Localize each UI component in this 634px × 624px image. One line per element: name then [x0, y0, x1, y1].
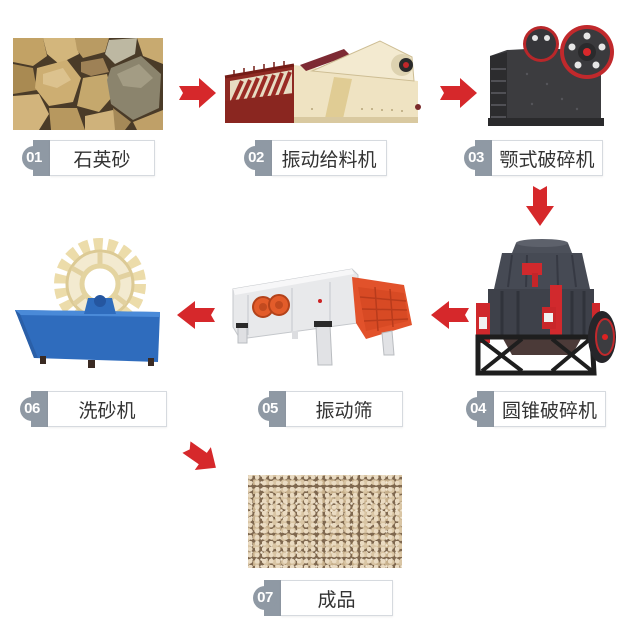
step-label-box: 圆锥破碎机: [494, 391, 606, 427]
step-label-text: 圆锥破碎机: [501, 399, 597, 422]
arrow-right-icon: [440, 78, 478, 108]
step-label-box: 振动筛: [286, 391, 403, 427]
step-label-01: 01 石英砂: [22, 140, 155, 176]
quartz-sand-image: [13, 38, 163, 130]
step-label-text: 颚式破碎机: [499, 148, 595, 171]
arrow-down-icon: [526, 186, 554, 226]
step-label-text: 石英砂: [73, 148, 131, 171]
step-label-06: 06 洗砂机: [20, 391, 167, 427]
step-label-box: 成品: [281, 580, 393, 616]
step-number-badge: 04: [466, 397, 490, 421]
finished-sand-image: [248, 475, 402, 568]
step-number-badge: 01: [22, 146, 46, 170]
arrow-left-icon: [431, 301, 469, 329]
step-label-box: 洗砂机: [48, 391, 167, 427]
arrow-left-icon: [177, 301, 215, 329]
step-number-badge: 05: [258, 397, 282, 421]
step-number-badge: 06: [20, 397, 44, 421]
step-label-box: 颚式破碎机: [492, 140, 603, 176]
step-label-text: 振动筛: [315, 399, 373, 422]
step-label-text: 成品: [317, 588, 356, 611]
step-label-text: 洗砂机: [78, 399, 136, 422]
cone-crusher-image: [472, 237, 618, 377]
step-number-badge: 07: [253, 586, 277, 610]
step-number-badge: 03: [464, 146, 488, 170]
sand-washer-image: [12, 238, 164, 370]
step-label-text: 振动给料机: [281, 148, 377, 171]
step-number-badge: 02: [244, 146, 268, 170]
step-label-02: 02 振动给料机: [244, 140, 387, 176]
step-label-04: 04 圆锥破碎机: [466, 391, 606, 427]
arrow-right-icon: [179, 78, 217, 108]
vibrating-screen-image: [230, 265, 416, 369]
step-label-box: 振动给料机: [272, 140, 387, 176]
jaw-crusher-image: [487, 14, 615, 130]
step-label-03: 03 颚式破碎机: [464, 140, 603, 176]
step-label-box: 石英砂: [50, 140, 155, 176]
step-label-05: 05 振动筛: [258, 391, 403, 427]
step-label-07: 07 成品: [253, 580, 393, 616]
arrow-down-right-icon: [182, 440, 222, 476]
vibrating-feeder-image: [222, 35, 422, 125]
